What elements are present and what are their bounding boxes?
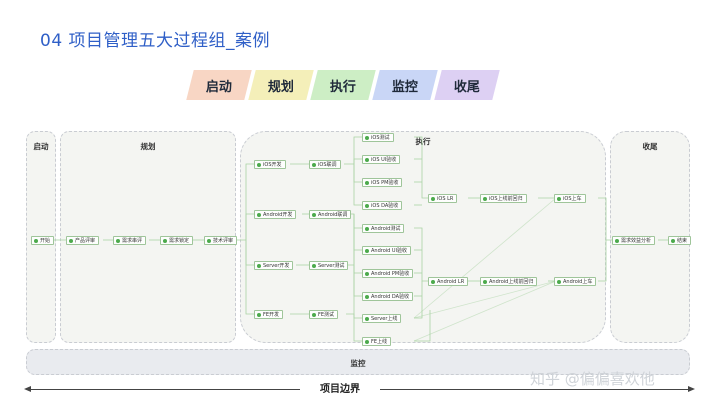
node-server-test: Server测试 bbox=[309, 261, 349, 270]
node-server-dev: Server开发 bbox=[254, 261, 294, 270]
region-label: 监控 bbox=[350, 359, 366, 368]
node-fe-dev: FE开发 bbox=[254, 310, 284, 319]
node-android-release: Android上车 bbox=[554, 277, 597, 286]
node-ios-dev: iOS开发 bbox=[254, 160, 286, 169]
node-tech-review: 技术评审 bbox=[204, 236, 238, 245]
region-execute: 执行 bbox=[240, 131, 606, 343]
project-boundary-label: 项目边界 bbox=[300, 380, 380, 395]
node-android-dev: Android开发 bbox=[254, 210, 297, 219]
node-android-pm: Android PM验收 bbox=[362, 269, 414, 278]
node-product-review: 产品评审 bbox=[66, 236, 100, 245]
arrow-right-icon bbox=[688, 386, 695, 392]
region-label: 规划 bbox=[140, 142, 156, 151]
node-ios-pm: iOS PM验收 bbox=[362, 178, 403, 187]
page-title: 04 项目管理五大过程组_案例 bbox=[40, 31, 271, 51]
region-monitor: 监控 bbox=[26, 349, 690, 375]
node-ios-lr: iOS LR bbox=[428, 194, 458, 203]
node-server-online: Server上线 bbox=[362, 314, 402, 323]
node-ios-test: iOS测试 bbox=[362, 133, 394, 142]
node-fe-online: FE上线 bbox=[362, 337, 392, 346]
node-ios-da: iOS DA验收 bbox=[362, 201, 403, 210]
node-end: 结束 bbox=[668, 236, 692, 245]
node-requirement-lock: 需求锁定 bbox=[160, 236, 194, 245]
node-start: 开始 bbox=[31, 236, 55, 245]
node-android-regression: Android上线前回归 bbox=[480, 277, 538, 286]
node-requirement-review: 需求串评 bbox=[113, 236, 147, 245]
node-benefit-analysis: 需求效益分析 bbox=[612, 236, 656, 245]
watermark: 知乎 @偏偏喜欢他 bbox=[530, 370, 655, 388]
node-android-da: Android DA验收 bbox=[362, 292, 414, 301]
region-label: 收尾 bbox=[642, 142, 658, 151]
node-android-joint: Android联调 bbox=[309, 210, 352, 219]
node-android-test: Android测试 bbox=[362, 224, 405, 233]
arrow-left-icon bbox=[24, 386, 31, 392]
region-label: 执行 bbox=[415, 137, 431, 146]
node-android-ui: Android UI验收 bbox=[362, 246, 412, 255]
region-label: 启动 bbox=[33, 142, 49, 151]
node-android-lr: Android LR bbox=[428, 277, 469, 286]
node-ios-release: iOS上车 bbox=[554, 194, 586, 203]
node-ios-ui: iOS UI验收 bbox=[362, 155, 401, 164]
node-fe-test: FE测试 bbox=[309, 310, 339, 319]
node-ios-regression: iOS上线前回归 bbox=[480, 194, 527, 203]
node-ios-joint: iOS联调 bbox=[309, 160, 341, 169]
